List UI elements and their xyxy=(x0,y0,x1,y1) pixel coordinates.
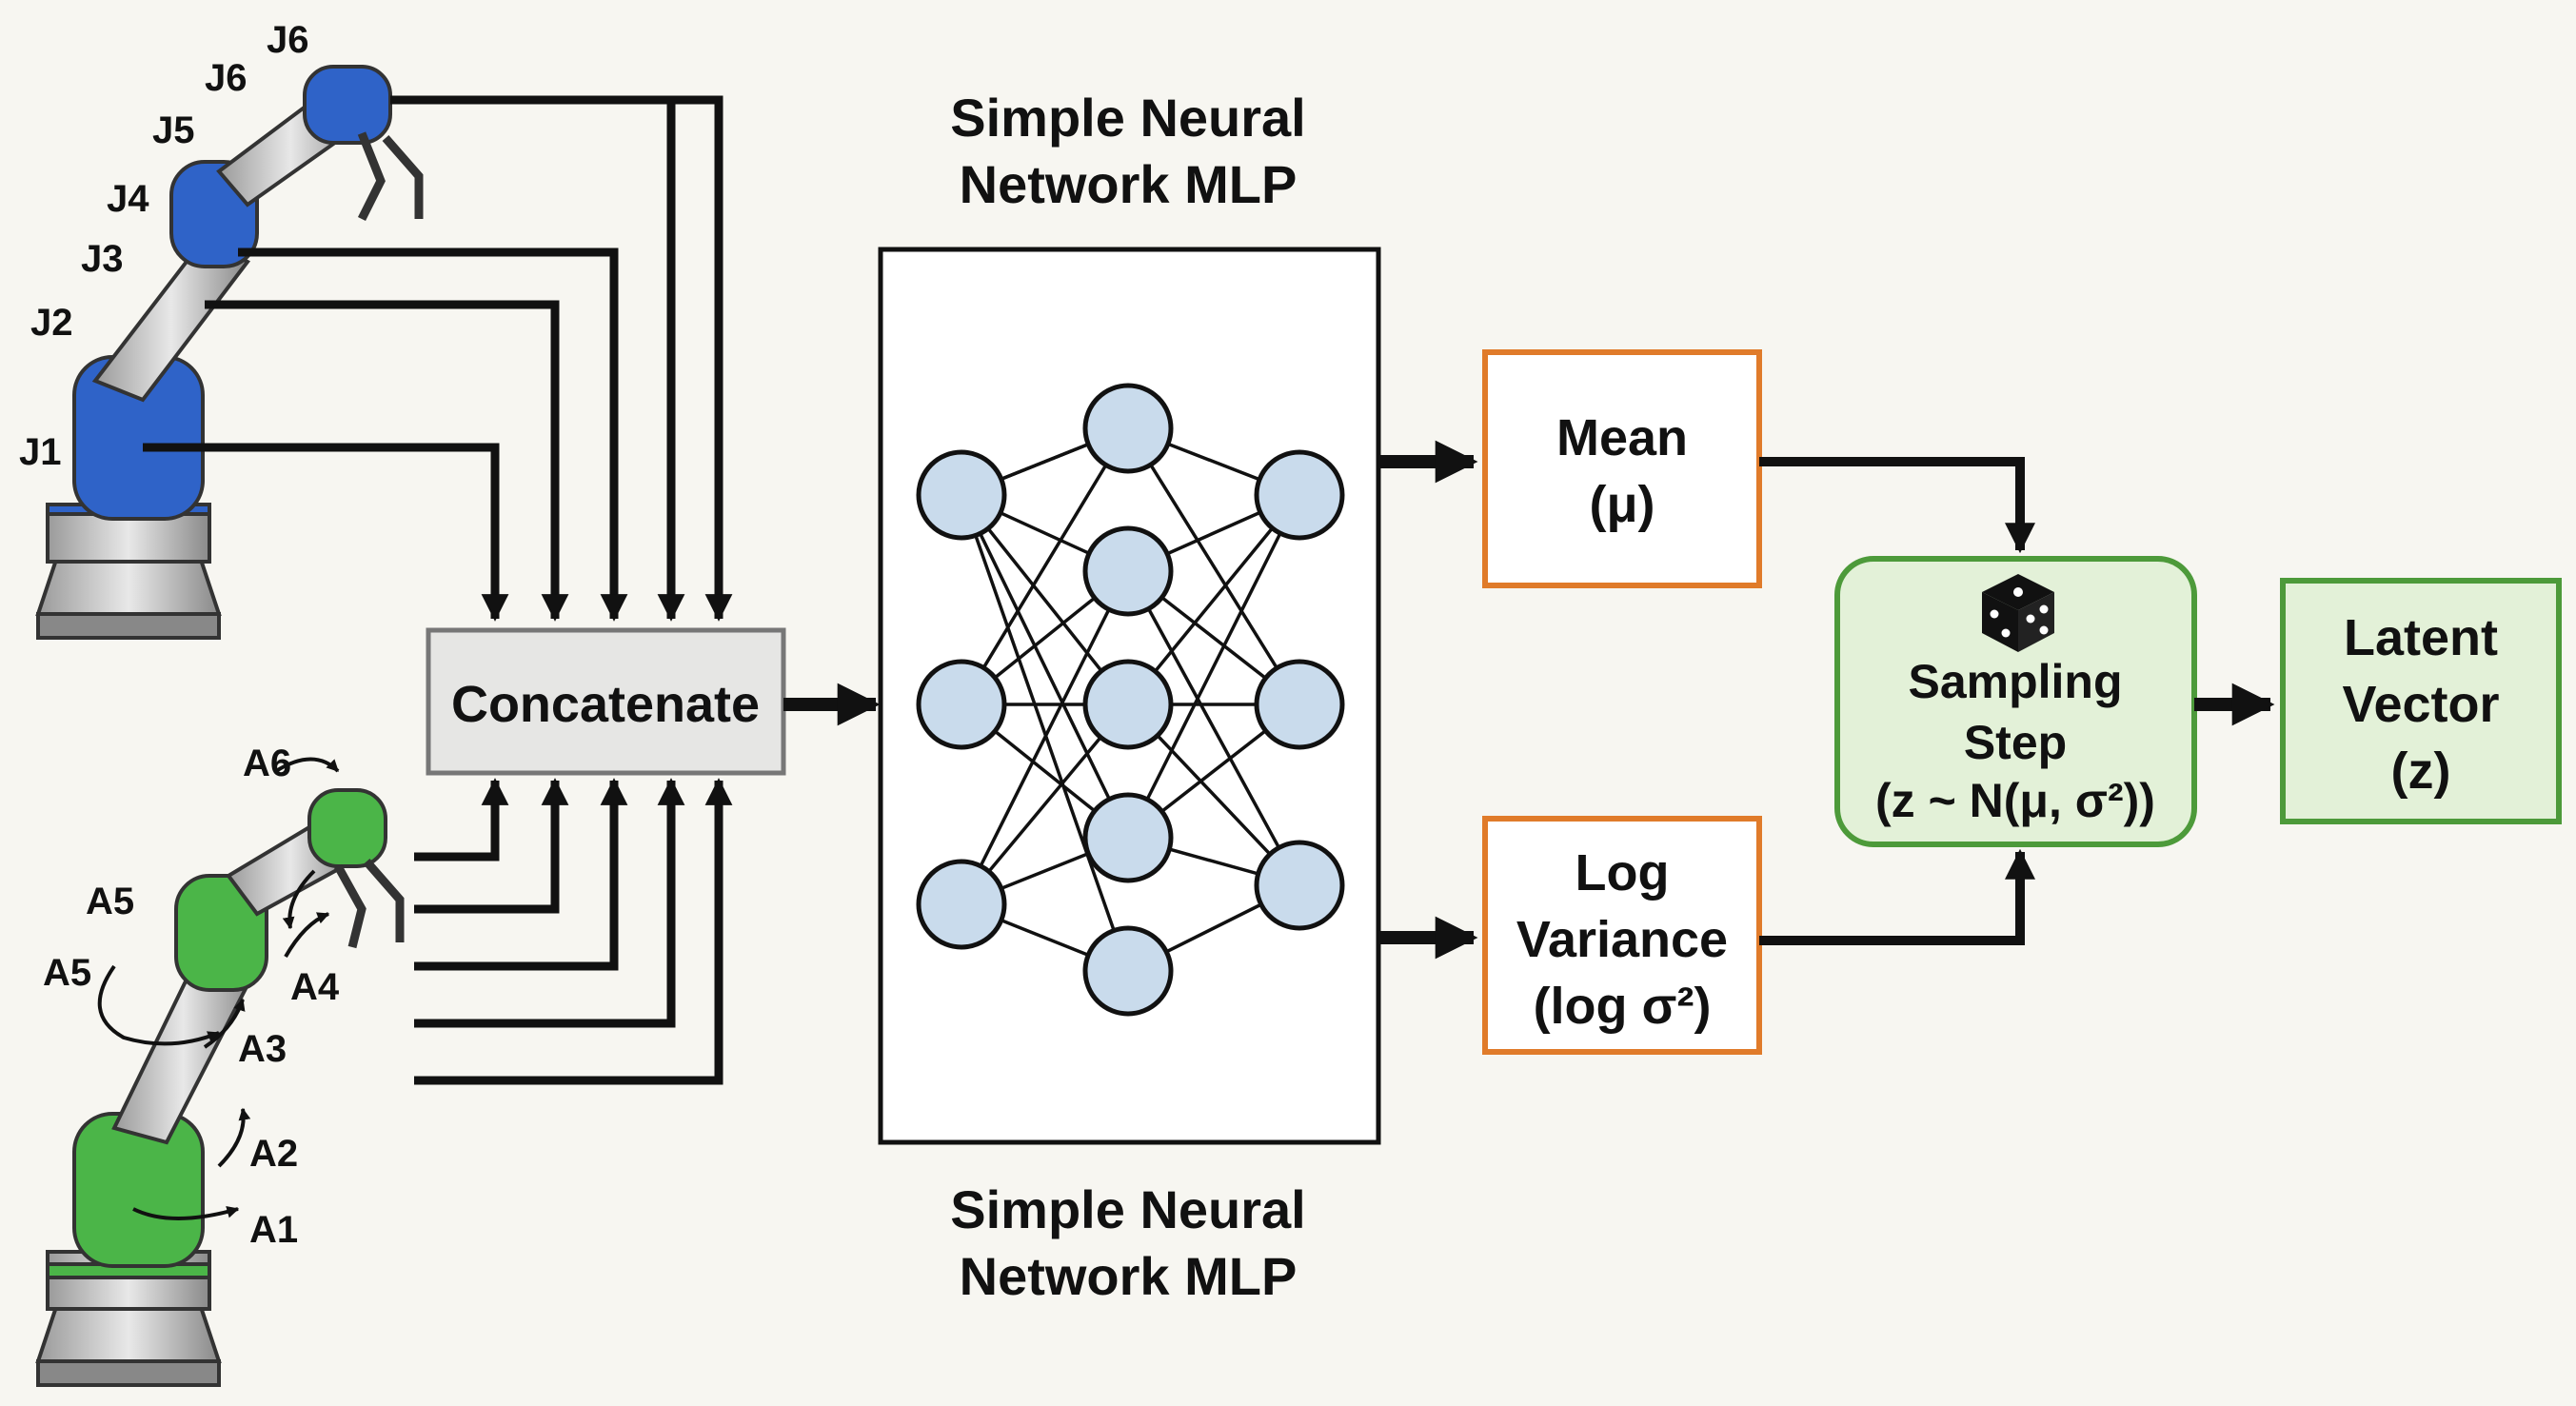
joint-label-j3: J3 xyxy=(81,238,124,280)
joint-label-a5a: A5 xyxy=(86,881,134,922)
joint-label-a5b: A5 xyxy=(43,952,91,994)
bottom-arm-signals xyxy=(414,778,733,1085)
concatenate-box: Concatenate xyxy=(426,627,786,776)
mlp-node xyxy=(916,449,1007,541)
mlp-node xyxy=(1082,383,1174,474)
sampling-step-box: Sampling Step (z ~ N(μ, σ²)) xyxy=(1834,556,2197,847)
robot-arm-top xyxy=(35,65,424,640)
mlp-node xyxy=(916,859,1007,950)
joint-label-j2: J2 xyxy=(30,302,73,344)
joint-label-j4: J4 xyxy=(107,178,149,220)
joint-label-j1: J1 xyxy=(19,431,62,473)
joint-label-a2: A2 xyxy=(249,1133,298,1175)
mlp-title-bottom-line2: Network MLP xyxy=(960,1246,1298,1306)
mlp-node xyxy=(1082,792,1174,883)
mean-label-line1: Mean xyxy=(1556,409,1688,466)
joint-labels-bottom: A1 A2 A3 A4 A5 A5 A6 xyxy=(43,743,340,1251)
joint-label-a6: A6 xyxy=(243,743,291,784)
latent-vector-box: Latent Vector (z) xyxy=(2280,578,2562,824)
sampling-label-line2: Step xyxy=(1964,716,2067,769)
mlp-node xyxy=(1254,840,1345,931)
joint-labels-top: J1 J2 J3 J4 J5 J6 J6 xyxy=(19,19,309,473)
mlp-title-bottom-line1: Simple Neural xyxy=(950,1179,1305,1239)
joint-label-j6b: J6 xyxy=(267,19,309,61)
sampling-label-line3: (z ~ N(μ, σ²)) xyxy=(1875,774,2155,827)
joint-label-a4: A4 xyxy=(290,966,340,1008)
joint-label-j5: J5 xyxy=(152,109,195,151)
mlp-nodes xyxy=(916,383,1345,1017)
sampling-label-line1: Sampling xyxy=(1908,655,2122,708)
log-variance-box: Log Variance (log σ²) xyxy=(1482,816,1762,1055)
dice-icon xyxy=(1982,574,2054,652)
mlp-node xyxy=(1254,659,1345,750)
concatenate-label: Concatenate xyxy=(451,676,760,733)
mlp-node xyxy=(1082,525,1174,617)
arrow-logvar-to-sampling xyxy=(1759,848,2036,945)
logvar-label-line3: (log σ²) xyxy=(1534,978,1712,1035)
mlp-title-top-line1: Simple Neural xyxy=(950,88,1305,148)
rotation-arrows xyxy=(97,757,340,1220)
joint-label-a3: A3 xyxy=(238,1028,287,1070)
joint-label-a1: A1 xyxy=(249,1209,298,1251)
latent-label-line2: Vector xyxy=(2342,676,2499,733)
top-arm-signals xyxy=(143,95,733,622)
logvar-label-line2: Variance xyxy=(1516,911,1728,968)
mlp-node xyxy=(1082,925,1174,1017)
latent-label-line1: Latent xyxy=(2344,609,2498,666)
mlp-node xyxy=(916,659,1007,750)
mlp-title-top-line2: Network MLP xyxy=(960,154,1298,214)
joint-label-j6a: J6 xyxy=(205,57,248,99)
arrow-mean-to-sampling xyxy=(1759,457,2036,554)
logvar-label-line1: Log xyxy=(1575,844,1670,901)
mean-label-line2: (μ) xyxy=(1589,476,1655,533)
latent-label-line3: (z) xyxy=(2391,743,2451,800)
mlp-node xyxy=(1254,449,1345,541)
mean-box: Mean (μ) xyxy=(1482,349,1762,588)
mlp-node xyxy=(1082,659,1174,750)
robot-arm-bottom xyxy=(35,788,405,1387)
